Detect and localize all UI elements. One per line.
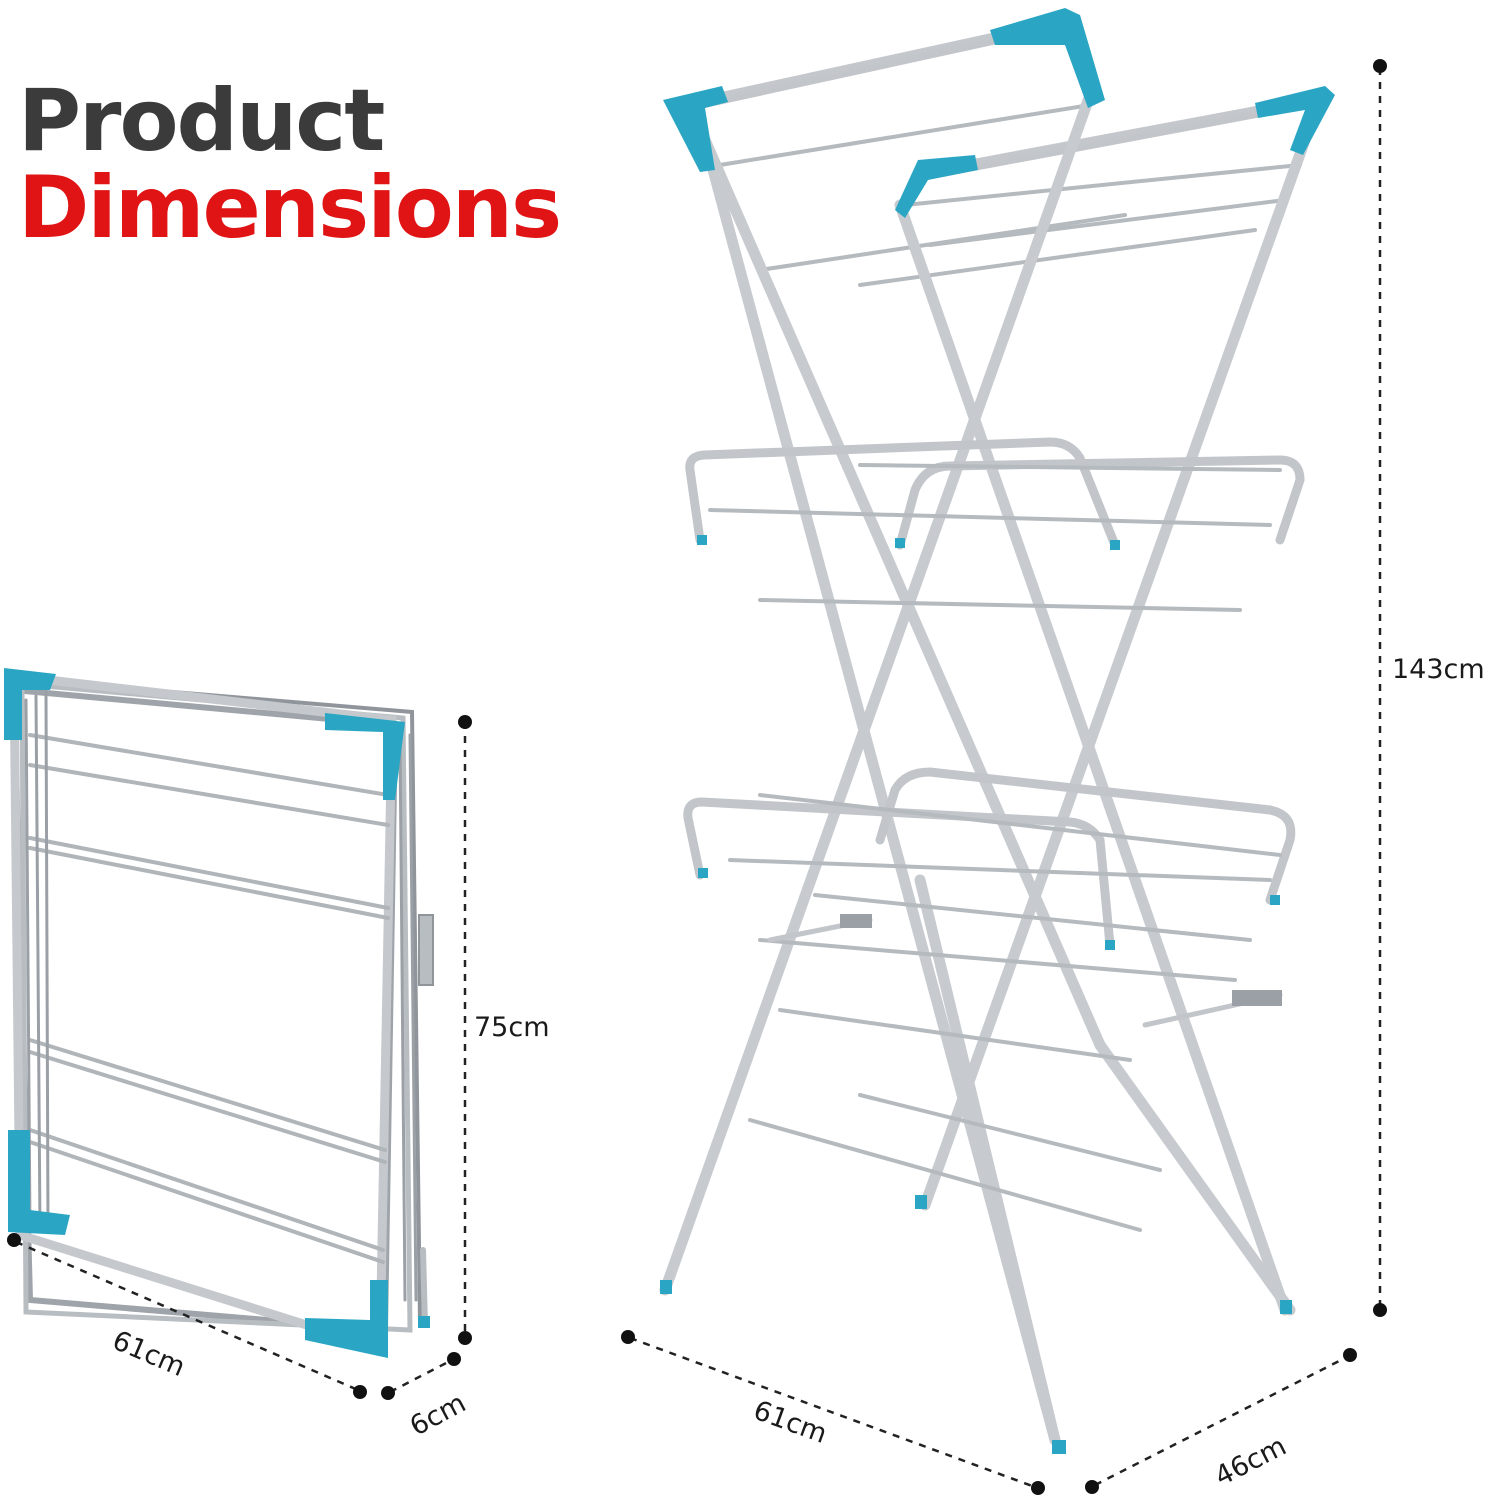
unfolded-rack-illustration bbox=[659, 8, 1335, 1454]
folded-rack-illustration bbox=[4, 668, 434, 1358]
heading-product: Product bbox=[18, 71, 385, 171]
folded-height-label: 75cm bbox=[474, 1012, 550, 1043]
unfolded-dimension-lines bbox=[629, 68, 1382, 1489]
folded-dimension-lines bbox=[15, 722, 467, 1394]
unfolded-dimension-dots bbox=[621, 59, 1387, 1495]
folded-dimension-dots bbox=[7, 715, 472, 1400]
unfolded-height-label: 143cm bbox=[1392, 654, 1485, 685]
heading-dimensions: Dimensions bbox=[18, 158, 562, 258]
